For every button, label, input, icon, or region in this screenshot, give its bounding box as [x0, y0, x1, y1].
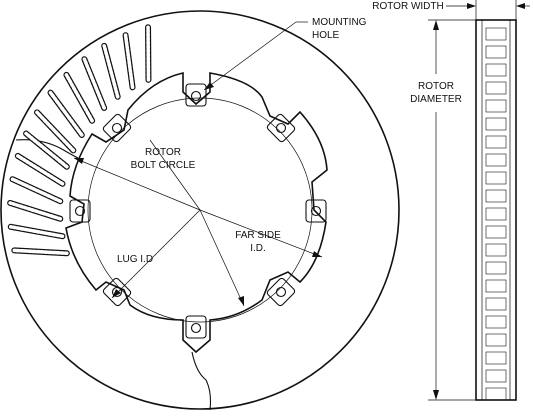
cooling-slot-hatch — [11, 227, 63, 236]
side-vane — [486, 100, 506, 112]
lug-left — [70, 200, 90, 222]
side-vane — [486, 334, 506, 346]
rotor-side-view — [476, 20, 516, 400]
side-vane — [486, 226, 506, 238]
side-vane — [486, 298, 506, 310]
cooling-slot-hatch — [104, 46, 117, 97]
side-vane — [486, 190, 506, 202]
label-far-side-1: FAR SIDE — [235, 230, 281, 241]
label-rotor-diameter-1: ROTOR — [418, 81, 454, 92]
label-rotor-width: ROTOR WIDTH — [372, 1, 443, 12]
side-vane — [486, 154, 506, 166]
side-vane — [486, 46, 506, 58]
side-vane — [486, 172, 506, 184]
side-vane — [486, 262, 506, 274]
side-vane — [486, 388, 506, 400]
cooling-slots — [10, 27, 148, 253]
side-vane — [486, 316, 506, 328]
lug-top-right — [266, 113, 296, 143]
label-far-side-2: I.D. — [250, 243, 266, 254]
label-mounting-hole-1: MOUNTING — [312, 17, 367, 28]
side-vane — [486, 82, 506, 94]
rotor-width-dimension — [446, 0, 530, 20]
cooling-slot-hatch — [66, 75, 92, 121]
side-vane — [486, 64, 506, 76]
cooling-slot-hatch — [84, 59, 104, 108]
lug-top — [186, 84, 206, 106]
label-lug-id: LUG I.D — [117, 254, 153, 265]
label-rotor-diameter-2: DIAMETER — [410, 94, 462, 105]
side-vane — [486, 118, 506, 130]
side-vane — [486, 280, 506, 292]
cooling-slot-hatch — [13, 179, 61, 201]
label-bolt-circle-2: BOLT CIRCLE — [131, 160, 196, 171]
side-vane — [486, 352, 506, 364]
label-bolt-circle-1: ROTOR — [145, 147, 181, 158]
mounting-lugs — [70, 84, 326, 338]
label-mounting-hole-2: HOLE — [312, 30, 340, 41]
mounting-flange-outline — [66, 73, 327, 352]
side-vane — [486, 136, 506, 148]
side-vane — [486, 28, 506, 40]
side-vane — [486, 244, 506, 256]
lug-top-left — [102, 113, 132, 143]
cutaway-outline — [16, 140, 211, 410]
lug-bottom-right — [266, 277, 296, 307]
side-vane — [486, 370, 506, 382]
side-vane — [486, 208, 506, 220]
lug-bottom — [186, 316, 206, 338]
rotor-diameter-dimension — [428, 20, 476, 400]
cooling-slot-hatch — [10, 203, 60, 219]
